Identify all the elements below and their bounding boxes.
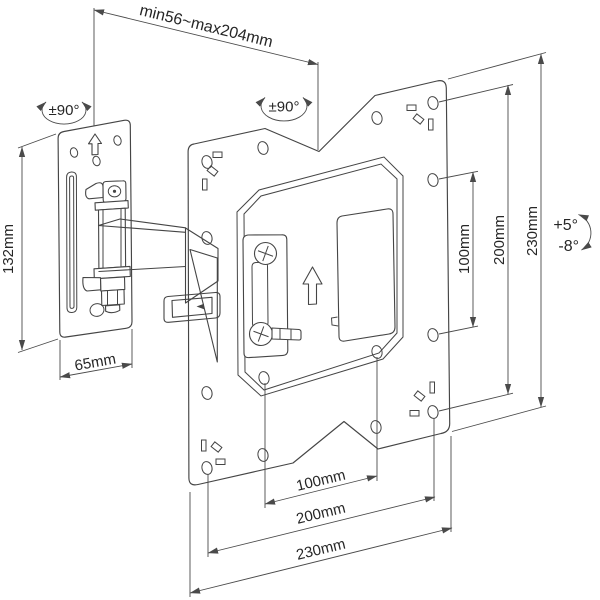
dimension-line — [93, 9, 319, 66]
rotation-arc-icon — [36, 101, 92, 125]
dimension-wall-plate-width: 65mm — [59, 329, 133, 380]
hole — [201, 386, 213, 400]
extension-line — [438, 84, 514, 103]
screw-icon — [248, 321, 274, 347]
hole — [370, 420, 382, 434]
vesa-frame-inner — [243, 163, 398, 391]
hole — [201, 461, 213, 475]
dimension-label: 230mm — [524, 206, 541, 256]
wall-plate-hole — [69, 147, 79, 158]
dimension-label: 200mm — [491, 215, 508, 265]
wall-plate-hole — [113, 135, 122, 146]
nut-facets — [107, 289, 118, 305]
cable-cutout — [336, 208, 396, 342]
rotation-arc-icon — [255, 97, 313, 122]
cable-cutout-notch — [330, 316, 339, 327]
slot-mark — [215, 458, 226, 465]
mounting-holes — [201, 96, 439, 475]
hole — [201, 231, 213, 245]
screw-clamp — [271, 327, 302, 341]
wall-plate-hole — [89, 303, 105, 317]
up-arrow-icon — [87, 133, 103, 156]
extension-line — [447, 52, 547, 80]
hinge-lower-clip — [82, 276, 102, 292]
slot-mark — [429, 381, 435, 394]
dimension-label: min56~max204mm — [138, 2, 275, 51]
hole — [427, 173, 439, 187]
hinge-washer — [94, 200, 129, 211]
dimension-label: 200mm — [295, 500, 348, 528]
hole — [427, 328, 439, 342]
hole — [257, 141, 269, 155]
vesa-frame-outer — [236, 156, 404, 397]
corner-slot-marks — [201, 104, 435, 465]
dimension-wall-plate-height: 132mm — [0, 133, 59, 353]
slot-mark — [206, 165, 219, 177]
hook-arrow-icon — [196, 303, 204, 310]
locking-hook — [163, 291, 221, 323]
hole — [258, 371, 270, 385]
slot-mark — [412, 113, 425, 125]
dimension-label: 65mm — [73, 351, 117, 375]
tv-plate — [187, 80, 451, 486]
tilt-angle: +5° -8° — [553, 214, 592, 255]
dimension-line — [59, 362, 133, 379]
dimension-label: 100mm — [295, 467, 348, 495]
dimension-line — [189, 527, 453, 594]
screw-icon — [253, 241, 278, 266]
dimension-height-holes: 200mm — [438, 84, 514, 412]
bolt-center-dot — [112, 189, 117, 193]
extension-line — [17, 338, 59, 353]
swivel-angle-left: ±90° — [36, 101, 92, 125]
dimension-label: 230mm — [295, 536, 348, 564]
slot-mark — [201, 439, 207, 452]
barrel-shading — [102, 208, 122, 268]
swivel-arm — [97, 218, 221, 363]
slot-mark — [210, 441, 223, 453]
swivel-angle-right: ±90° — [255, 97, 313, 122]
bolt-head-circle — [107, 185, 122, 198]
locking-hook-inner — [171, 296, 213, 318]
wall-plate-slot — [66, 171, 78, 314]
tilt-arc-icon — [578, 214, 592, 251]
hinge-cap — [104, 304, 121, 314]
arm-attachment-bracket — [242, 234, 302, 359]
slot-mark — [428, 118, 434, 131]
tilt-down-label: -8° — [558, 238, 579, 255]
swivel-angle-label: ±90° — [49, 102, 80, 119]
hole — [371, 345, 383, 359]
swivel-angle-label: ±90° — [269, 99, 300, 116]
dimension-height-vesa: 100mm — [438, 170, 479, 335]
dimension-label: 100mm — [456, 224, 473, 274]
slot-mark — [413, 390, 426, 402]
hole — [371, 111, 383, 125]
wall-plate-hole — [92, 155, 101, 167]
extension-line — [17, 133, 57, 149]
extension-line — [451, 405, 547, 432]
arm-bar — [97, 218, 187, 273]
hinge-nut — [100, 288, 125, 307]
slot-mark — [212, 151, 223, 158]
extension-line — [438, 392, 514, 412]
dimension-label: 132mm — [0, 224, 17, 274]
tv-plate-outline — [187, 80, 451, 486]
dimension-height-plate: 230mm — [447, 52, 547, 432]
tilt-up-label: +5° — [553, 217, 578, 234]
hinge-flange — [93, 265, 131, 280]
wall-plate-slot-inner — [69, 175, 75, 309]
hole — [427, 405, 439, 419]
slot-mark — [202, 178, 208, 191]
up-arrow-icon — [302, 266, 323, 306]
slot-mark — [409, 410, 420, 417]
slot-mark — [406, 104, 417, 111]
hole — [427, 96, 439, 110]
screw-clamp-lines — [279, 328, 292, 340]
arm-end-bracket — [184, 227, 219, 304]
hinge-lower-barrel — [99, 276, 126, 292]
